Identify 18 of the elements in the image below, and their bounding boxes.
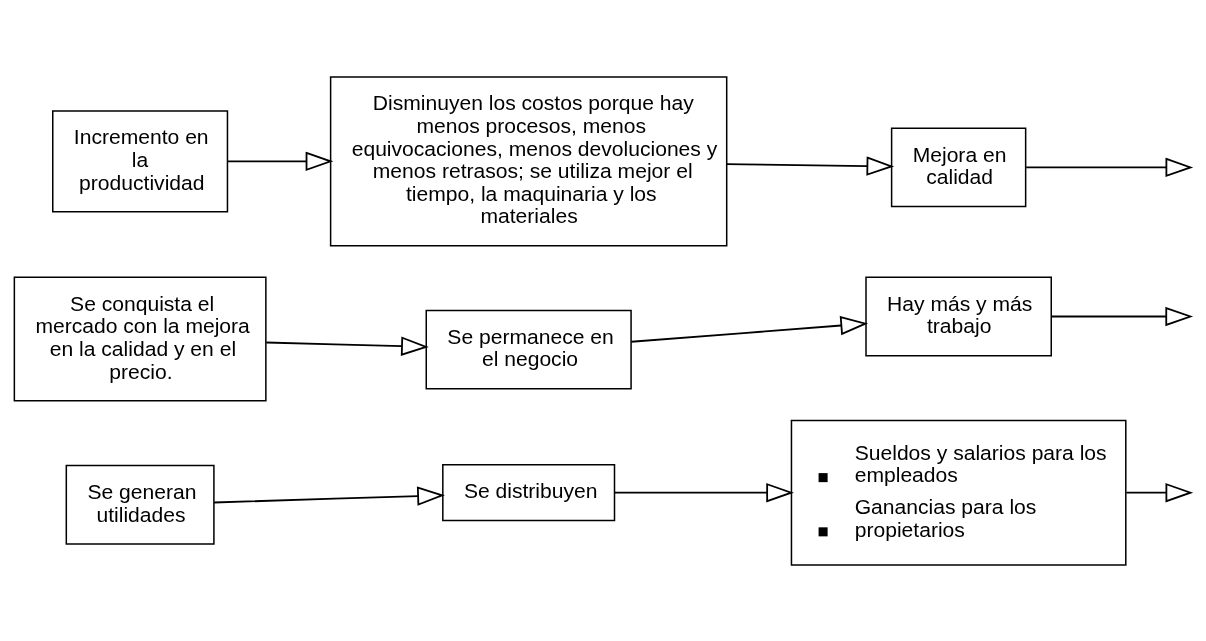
node-box: Sueldos y salarios para los empleados Ganancias para los propietarios xyxy=(790,419,1127,566)
arrow xyxy=(213,485,445,506)
arrow xyxy=(1050,306,1194,326)
arrow xyxy=(1125,482,1194,502)
node-box: Incremento en la productividad xyxy=(52,109,229,213)
node-box: Disminuyen los costos porque hay menos procesos, menos equivocaciones, menos devoluciones y menos retrasos; se utiliza mejor el tiempo, la maquinaria y los materiales xyxy=(329,75,728,246)
node-box: Hay más y más trabajo xyxy=(865,276,1052,356)
node-box: Se conquista el mercado con la mejora en la calidad y en el precio. xyxy=(13,276,267,402)
arrow xyxy=(226,151,334,171)
arrow xyxy=(265,335,429,356)
arrow xyxy=(1025,157,1194,177)
node-box: Se permanece en el negocio xyxy=(425,309,632,390)
node-box: Mejora en calidad xyxy=(890,126,1027,207)
arrow xyxy=(630,315,869,343)
node-box: Se generan utilidades xyxy=(65,464,215,545)
node-box: Se distribuyen xyxy=(442,463,616,521)
arrow xyxy=(725,155,895,176)
arrow xyxy=(613,482,794,502)
